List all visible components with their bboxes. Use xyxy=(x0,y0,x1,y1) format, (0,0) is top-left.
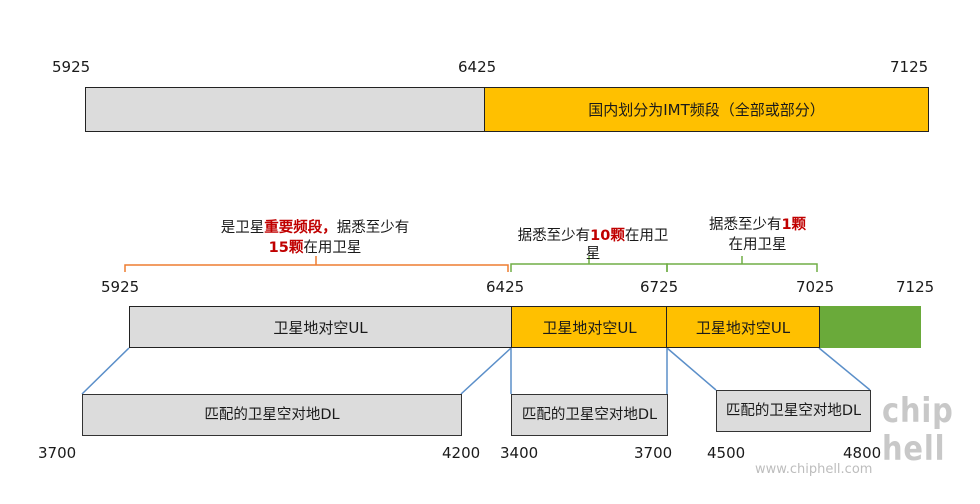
note-text: 在用卫星 xyxy=(303,240,362,256)
ul-segment-2-label: 卫星地对空UL xyxy=(542,318,637,337)
dl-box-1-label: 匹配的卫星空对地DL xyxy=(204,406,340,423)
note-right: 据悉至少有1颗 在用卫星 xyxy=(690,215,825,255)
connector-line xyxy=(666,347,717,391)
orange-brace xyxy=(124,256,509,272)
note-mid-line2: 星 xyxy=(585,246,601,262)
top-gray-segment xyxy=(85,87,486,132)
ul-label-7025: 7025 xyxy=(796,278,835,296)
note-highlight: 10颗 xyxy=(590,228,625,244)
dl-label-4500: 4500 xyxy=(707,444,746,462)
top-label-6425: 6425 xyxy=(458,58,497,76)
green-brace-right xyxy=(666,256,818,272)
ul-label-6725: 6725 xyxy=(640,278,679,296)
dl-label-3400: 3400 xyxy=(500,444,539,462)
ul-segment-1-label: 卫星地对空UL xyxy=(273,318,368,337)
connector-line xyxy=(81,347,130,395)
dl-box-2-label: 匹配的卫星空对地DL xyxy=(521,406,658,423)
ul-label-5925: 5925 xyxy=(101,278,140,296)
dl-label-4800: 4800 xyxy=(843,444,882,462)
connector-line xyxy=(460,347,512,395)
note-highlight: 重要频段， xyxy=(264,220,337,236)
dl-box-1: 匹配的卫星空对地DL xyxy=(82,394,462,436)
ul-segment-green xyxy=(820,306,921,348)
top-label-5925: 5925 xyxy=(52,58,91,76)
dl-label-4200: 4200 xyxy=(442,444,481,462)
note-text: 据悉至少有 xyxy=(708,217,782,233)
ul-segment-2: 卫星地对空UL xyxy=(511,306,668,348)
watermark-url: www.chiphell.com xyxy=(755,462,873,477)
ul-label-7125: 7125 xyxy=(896,278,935,296)
dl-box-2: 匹配的卫星空对地DL xyxy=(511,394,668,436)
note-mid-line1: 据悉至少有10颗在用卫 xyxy=(498,226,688,246)
note-left-line2: 15颗在用卫星 xyxy=(190,238,440,258)
top-orange-segment: 国内划分为IMT频段（全部或部分） xyxy=(484,87,929,132)
note-left-line1: 是卫星重要频段，据悉至少有 xyxy=(190,218,440,238)
note-text: 是卫星 xyxy=(220,220,265,236)
watermark-logo: chip hell xyxy=(882,391,954,469)
note-text: 在用卫 xyxy=(624,228,669,244)
note-left: 是卫星重要频段，据悉至少有 15颗在用卫星 xyxy=(190,218,440,258)
dl-label-3700b: 3700 xyxy=(634,444,673,462)
ul-segment-1: 卫星地对空UL xyxy=(129,306,512,348)
ul-segment-3-label: 卫星地对空UL xyxy=(695,318,791,337)
ul-segment-3: 卫星地对空UL xyxy=(666,306,820,348)
note-highlight: 15颗 xyxy=(268,240,304,256)
note-mid: 据悉至少有10颗在用卫 星 xyxy=(498,226,688,264)
top-orange-label: 国内划分为IMT频段（全部或部分） xyxy=(588,101,825,119)
note-right-line2: 在用卫星 xyxy=(728,237,787,253)
dl-box-3-label: 匹配的卫星空对地DL xyxy=(725,402,862,419)
note-highlight: 1颗 xyxy=(781,217,807,233)
dl-label-3700: 3700 xyxy=(38,444,77,462)
note-right-line1: 据悉至少有1颗 xyxy=(690,215,825,235)
ul-label-6425: 6425 xyxy=(486,278,525,296)
top-label-7125: 7125 xyxy=(890,58,929,76)
note-text: 据悉至少有 xyxy=(336,220,410,236)
note-text: 据悉至少有 xyxy=(517,228,591,244)
dl-box-3: 匹配的卫星空对地DL xyxy=(716,390,871,432)
connector-line xyxy=(818,347,871,391)
